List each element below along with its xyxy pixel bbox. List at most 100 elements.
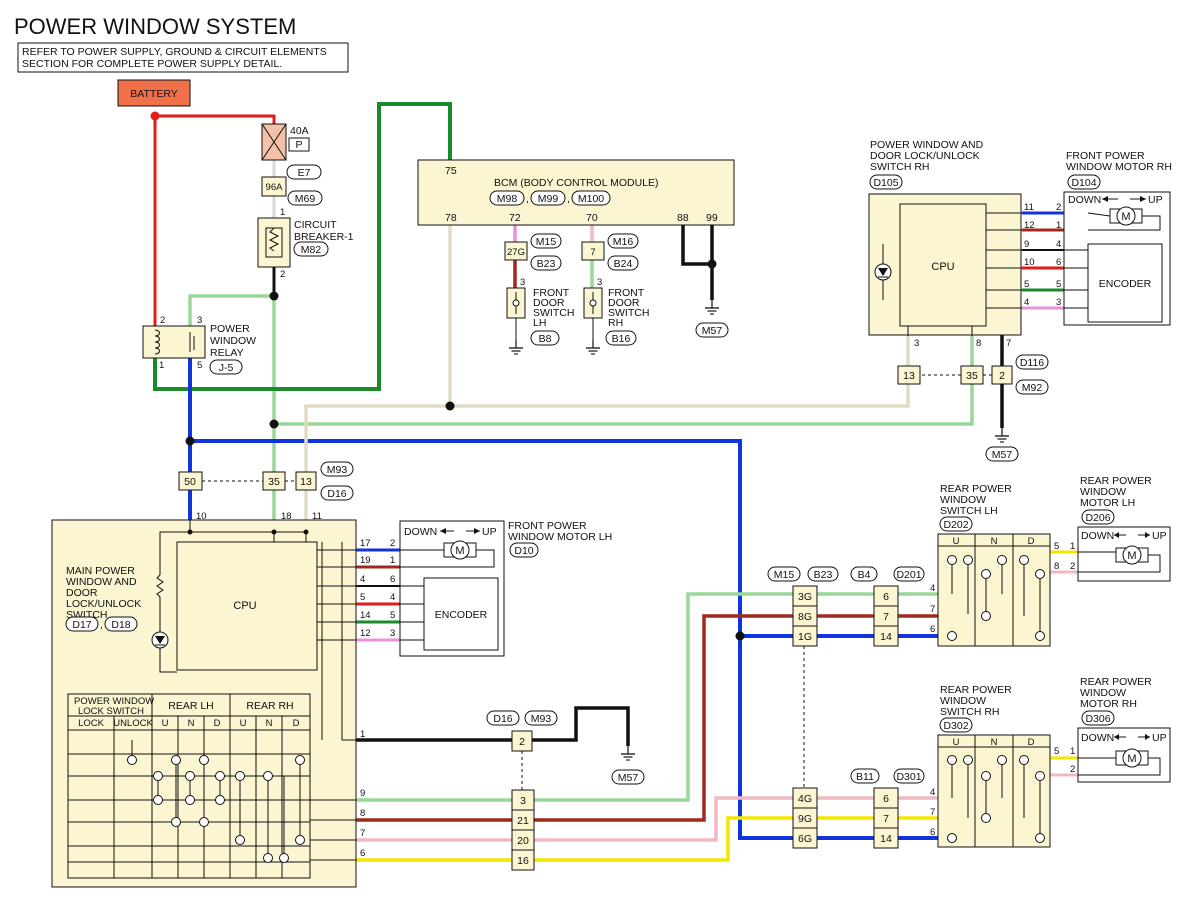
door-switch-lh-conn2: B23 xyxy=(537,258,556,270)
junction-dot xyxy=(735,631,745,641)
rear-lh-joint-header: B23 xyxy=(814,569,833,581)
rear-lh-joint-cell-label: 3G xyxy=(798,591,812,603)
rear-lh-motor-label-1: REAR POWER xyxy=(1080,475,1152,487)
door-switch-rh xyxy=(583,287,603,340)
rear-lh-joint-header-badge xyxy=(893,566,925,582)
junction-dot xyxy=(150,111,160,121)
lh-motor-pin: 4 xyxy=(390,592,395,603)
bottom-joint-3-label: 3 xyxy=(520,795,526,807)
breaker-label-2: BREAKER-1 xyxy=(294,231,354,243)
rear-lh-motor-conn-badge xyxy=(1081,509,1115,525)
rh-pin-right: 6 xyxy=(1056,257,1061,268)
rh-motor-down: DOWN xyxy=(1068,194,1101,206)
rh-pin-right: 2 xyxy=(1056,202,1061,213)
rh-joint-35 xyxy=(960,365,984,385)
diagram-title: POWER WINDOW SYSTEM xyxy=(14,14,296,39)
rh-pin-right: 3 xyxy=(1056,297,1061,308)
rear-lh-switch-conn-badge xyxy=(939,516,973,532)
motor-icon xyxy=(1087,196,1161,231)
switch-table-rear-rh: REAR RH xyxy=(246,700,293,712)
door-switch-rh-label-1: FRONT xyxy=(608,287,645,299)
breaker-conn-badge xyxy=(293,241,329,257)
relay-label-2: WINDOW xyxy=(210,335,256,347)
lh-motor-internal xyxy=(400,585,424,641)
door-switch-lh-label-1: FRONT xyxy=(533,287,570,299)
switch-table-header-2: LOCK SWITCH xyxy=(78,706,144,717)
rear-lh-switch xyxy=(937,533,1051,647)
switch-table-n: N xyxy=(266,718,273,729)
main-joint-50-label: 50 xyxy=(184,476,196,488)
rh-switch-label-3: SWITCH RH xyxy=(870,161,930,173)
rh-motor-conn-badge xyxy=(1067,174,1101,190)
door-switch-rh-conn1: M16 xyxy=(613,236,634,248)
battery-label: BATTERY xyxy=(130,88,177,100)
rh-ground-label: M57 xyxy=(992,449,1013,461)
ground-joint-conn1: D16 xyxy=(493,713,512,725)
ground-joint-conn1-badge xyxy=(486,710,520,726)
door-switch-lh-terminal xyxy=(504,241,528,261)
bcm-pin-75: 75 xyxy=(445,165,457,177)
rear-lh-joint-header-badge xyxy=(767,566,801,582)
rear-lh-motor-pin: 1 xyxy=(1070,541,1075,552)
lh-motor-pin: 6 xyxy=(390,574,395,585)
rear-rh-joint-cell-label: 7 xyxy=(883,813,889,825)
rear-rh-switch xyxy=(937,734,1051,848)
junction-dot xyxy=(187,529,193,535)
rh-joint-13 xyxy=(897,365,921,385)
relay-label-3: RELAY xyxy=(210,347,244,359)
rear-rh-motor-up: UP xyxy=(1152,732,1167,744)
fuse-type-box xyxy=(288,137,310,152)
ground-joint-ground-label: M57 xyxy=(618,772,639,784)
rear-lh-switch-pin: 4 xyxy=(930,583,935,594)
ground-icon xyxy=(508,339,524,355)
bottom-joint-21-label: 21 xyxy=(517,815,529,827)
rh-motor-internal-lines xyxy=(1064,249,1088,309)
junction-dot xyxy=(269,419,279,429)
junction-dots-internal xyxy=(187,529,309,535)
ground-joint-2 xyxy=(511,730,533,752)
rear-lh-joint-cell xyxy=(792,625,818,647)
bcm-pin-72: 72 xyxy=(509,212,521,224)
door-switch-rh-conn1-badge xyxy=(607,233,639,249)
bcm-pin-70: 70 xyxy=(586,212,598,224)
rear-rh-motor-conn: D306 xyxy=(1085,713,1110,725)
rear-rh-joint-cell xyxy=(792,827,818,849)
rh-joint-2-label: 2 xyxy=(999,370,1005,382)
led-icon xyxy=(151,631,169,649)
rear-lh-switch-d: D xyxy=(1028,536,1035,547)
rh-switch-conn-badge xyxy=(869,174,903,190)
rear-rh-motor-pin: 5 xyxy=(1054,746,1059,757)
rear-rh-joint-header: B11 xyxy=(856,771,874,783)
rear-rh-switch-pin: 7 xyxy=(930,807,935,818)
rear-rh-motor-label-1: REAR POWER xyxy=(1080,676,1152,688)
door-switch-lh-label-3: SWITCH xyxy=(533,307,574,319)
bcm-conn-badge-3 xyxy=(571,190,611,206)
rear-lh-motor-conn: D206 xyxy=(1085,512,1110,524)
rear-lh-joint-header-badge xyxy=(850,566,878,582)
bottom-joint-16 xyxy=(511,849,535,871)
main-switch-cpu xyxy=(176,541,318,671)
main-switch-pin-10: 10 xyxy=(196,511,207,522)
lh-motor-pin: 3 xyxy=(390,628,395,639)
main-switch-right-pin: 9 xyxy=(360,788,365,799)
door-switch-lh-conn2-badge xyxy=(530,255,562,271)
main-switch-right-pin: 6 xyxy=(360,848,365,859)
breaker-label-1: CIRCUIT xyxy=(294,219,337,231)
wire-beige-main-11 xyxy=(304,336,910,520)
ground-joint-conn2: M93 xyxy=(531,713,552,725)
fuse-conn: E7 xyxy=(298,167,311,179)
rear-rh-joint-cell-label: 9G xyxy=(798,813,812,825)
relay-pin-5: 5 xyxy=(197,360,202,371)
power-supply-note-line2: SECTION FOR COMPLETE POWER SUPPLY DETAIL… xyxy=(22,58,282,70)
main-joint-50 xyxy=(178,471,203,491)
rh-pin-right: 4 xyxy=(1056,239,1061,250)
fuse-rating: 40A xyxy=(290,125,309,137)
switch-table-rear-lh: REAR LH xyxy=(168,700,214,712)
door-switch-rh-pin: 3 xyxy=(597,277,602,288)
rh-switch-conn: D105 xyxy=(873,177,898,189)
main-switch-right-pin: 1 xyxy=(360,729,365,740)
lh-motor-conn: D10 xyxy=(514,545,533,557)
rh-pin-left: 10 xyxy=(1024,257,1035,268)
power-supply-note-box xyxy=(17,42,349,73)
motor-icon xyxy=(1078,734,1161,776)
